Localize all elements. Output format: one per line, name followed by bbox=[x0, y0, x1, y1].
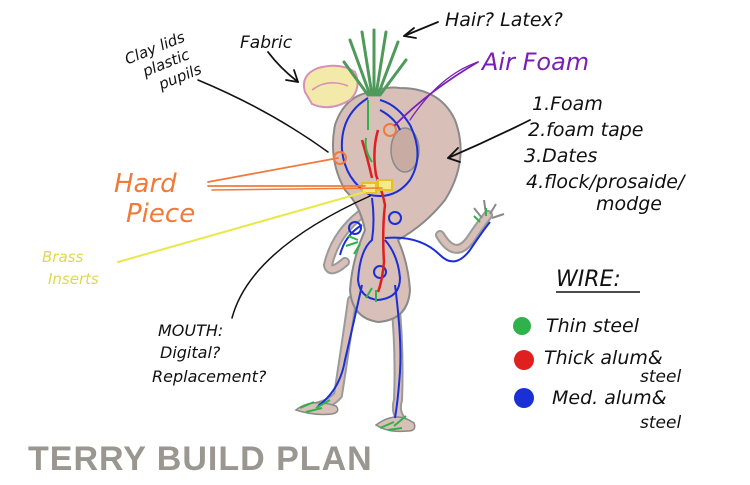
hard-piece-label-line1: Hard bbox=[114, 169, 177, 199]
legend-label-thin: Thin steel bbox=[546, 315, 640, 337]
legend-label-med-line2: steel bbox=[640, 413, 681, 433]
legend-swatch-thin bbox=[513, 317, 531, 335]
right-hand bbox=[473, 199, 505, 219]
legend-label-thick-line1: Thick alum& bbox=[544, 347, 663, 369]
foam-steps-list: 1.Foam 2.foam tape 3.Dates 4.flock/prosa… bbox=[524, 93, 687, 215]
mouth-label-line3: Replacement? bbox=[152, 367, 267, 386]
brass-inserts-label-line1: Brass bbox=[42, 248, 83, 266]
foam-step-3: 3.Dates bbox=[524, 145, 598, 167]
legend-title: WIRE: bbox=[556, 267, 621, 292]
foam-step-1: 1.Foam bbox=[532, 93, 603, 115]
fabric-label: Fabric bbox=[240, 33, 293, 53]
wire-legend: WIRE: Thin steel Thick alum& steel Med. … bbox=[513, 267, 681, 433]
legend-label-med-line1: Med. alum& bbox=[552, 387, 667, 409]
brass-inserts-label-line2: Inserts bbox=[48, 270, 99, 288]
annotation-arrows bbox=[117, 21, 531, 319]
character-figure bbox=[294, 28, 505, 433]
foam-step-4: 4.flock/prosaide/ bbox=[526, 171, 687, 193]
green-wire-armature bbox=[299, 100, 487, 431]
legend-label-thick-line2: steel bbox=[640, 367, 681, 387]
labels: Hair? Latex? Fabric Clay lids plastic pu… bbox=[42, 9, 687, 386]
legend-swatch-med bbox=[514, 388, 534, 408]
legend-swatch-thick bbox=[514, 350, 534, 370]
mouth-label-line1: MOUTH: bbox=[158, 321, 223, 340]
page-title: TERRY BUILD PLAN bbox=[28, 440, 373, 478]
blue-wire-armature bbox=[317, 97, 491, 419]
foam-step-4-cont: modge bbox=[596, 193, 662, 215]
red-wire-armature bbox=[360, 129, 387, 293]
air-foam-label: Air Foam bbox=[480, 48, 589, 76]
hair-label: Hair? Latex? bbox=[445, 9, 563, 31]
mouth-label-line2: Digital? bbox=[160, 343, 221, 362]
hair-tuft bbox=[342, 28, 408, 97]
foam-step-2: 2.foam tape bbox=[528, 119, 643, 141]
fabric-hat bbox=[302, 64, 359, 109]
hard-piece-label-line2: Piece bbox=[126, 199, 195, 229]
